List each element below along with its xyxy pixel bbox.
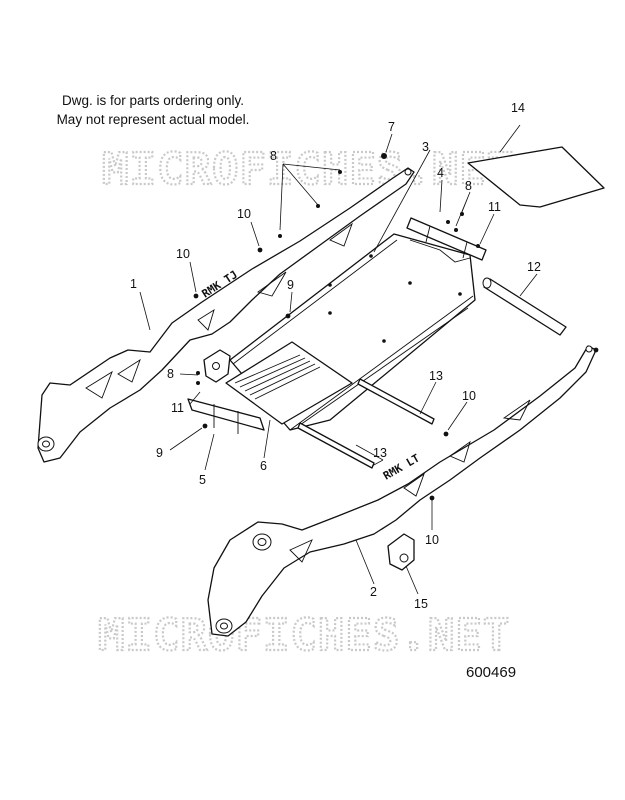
callout-14: 14 (511, 101, 525, 115)
callout-10-lower: 10 (425, 533, 439, 547)
callout-4: 4 (437, 166, 444, 180)
callout-6: 6 (260, 459, 267, 473)
callout-10-left: 10 (176, 247, 190, 261)
callout-8-left: 8 (167, 367, 174, 381)
part-13-rods (297, 378, 435, 469)
disclaimer-line-1: Dwg. is for parts ordering only. (61, 93, 245, 108)
callout-10-right: 10 (462, 389, 476, 403)
callout-15: 15 (414, 597, 428, 611)
part-5-bracket (187, 398, 265, 434)
fasteners (193, 153, 599, 501)
callout-3: 3 (422, 140, 429, 154)
callout-5: 5 (199, 473, 206, 487)
callout-1: 1 (130, 277, 137, 291)
callout-8-right: 8 (465, 179, 472, 193)
callout-2: 2 (370, 585, 377, 599)
callout-9-upper: 9 (287, 278, 294, 292)
drawing-number: 600469 (466, 664, 517, 681)
callout-8-top: 8 (270, 149, 277, 163)
part-4-bracket (406, 217, 487, 261)
disclaimer-note: Dwg. is for parts ordering only. May not… (28, 91, 278, 129)
callout-11-right: 11 (488, 200, 501, 214)
callout-10-upper: 10 (237, 207, 251, 221)
callout-13-upper: 13 (429, 369, 443, 383)
disclaimer-line-2: May not represent actual model. (56, 112, 250, 127)
pivot-bracket-upper (203, 349, 231, 383)
callouts: 7 8 3 14 4 8 11 10 10 1 9 12 8 11 13 10 … (130, 101, 541, 611)
watermark-bottom: MICROFICHES.NET (98, 610, 510, 661)
callout-7: 7 (388, 120, 395, 134)
callout-9-lower: 9 (156, 446, 163, 460)
part-14-flap (467, 146, 605, 208)
part-6-plate (225, 341, 353, 425)
callout-12: 12 (527, 260, 541, 274)
callout-11-left: 11 (171, 401, 184, 415)
part-12-tube (482, 277, 567, 336)
watermark-top: MICROFICHES.NET (102, 144, 514, 195)
part-15-pivot-bracket (387, 533, 415, 571)
callout-13-lower: 13 (373, 446, 387, 460)
leader-lines (139, 124, 538, 595)
